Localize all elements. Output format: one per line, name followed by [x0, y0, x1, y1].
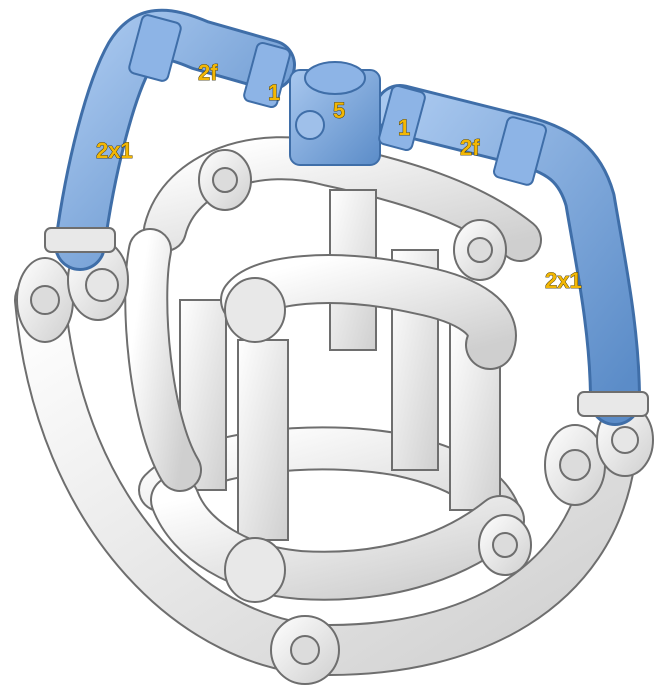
- label-left-vertical: 2x1: [96, 138, 133, 163]
- white-vertical-tubes: [180, 190, 500, 540]
- hub-back-right: [454, 220, 506, 280]
- hub-front-lower: [225, 538, 285, 602]
- hub-left-outer: [17, 258, 73, 342]
- label-top-right-connector: 1: [398, 115, 410, 140]
- label-right-vertical: 2x1: [545, 268, 582, 293]
- hub-front-middle: [225, 278, 285, 342]
- label-top-left-connector: 1: [268, 80, 280, 105]
- hub-right-middle: [479, 515, 531, 575]
- hub-right-outer: [545, 425, 605, 505]
- hub-bottom: [271, 616, 339, 684]
- label-center-hub: 5: [333, 98, 345, 123]
- hub-back-left: [199, 150, 251, 210]
- label-top-right-bend: 2f: [460, 135, 480, 160]
- label-top-left-bend: 2f: [198, 60, 218, 85]
